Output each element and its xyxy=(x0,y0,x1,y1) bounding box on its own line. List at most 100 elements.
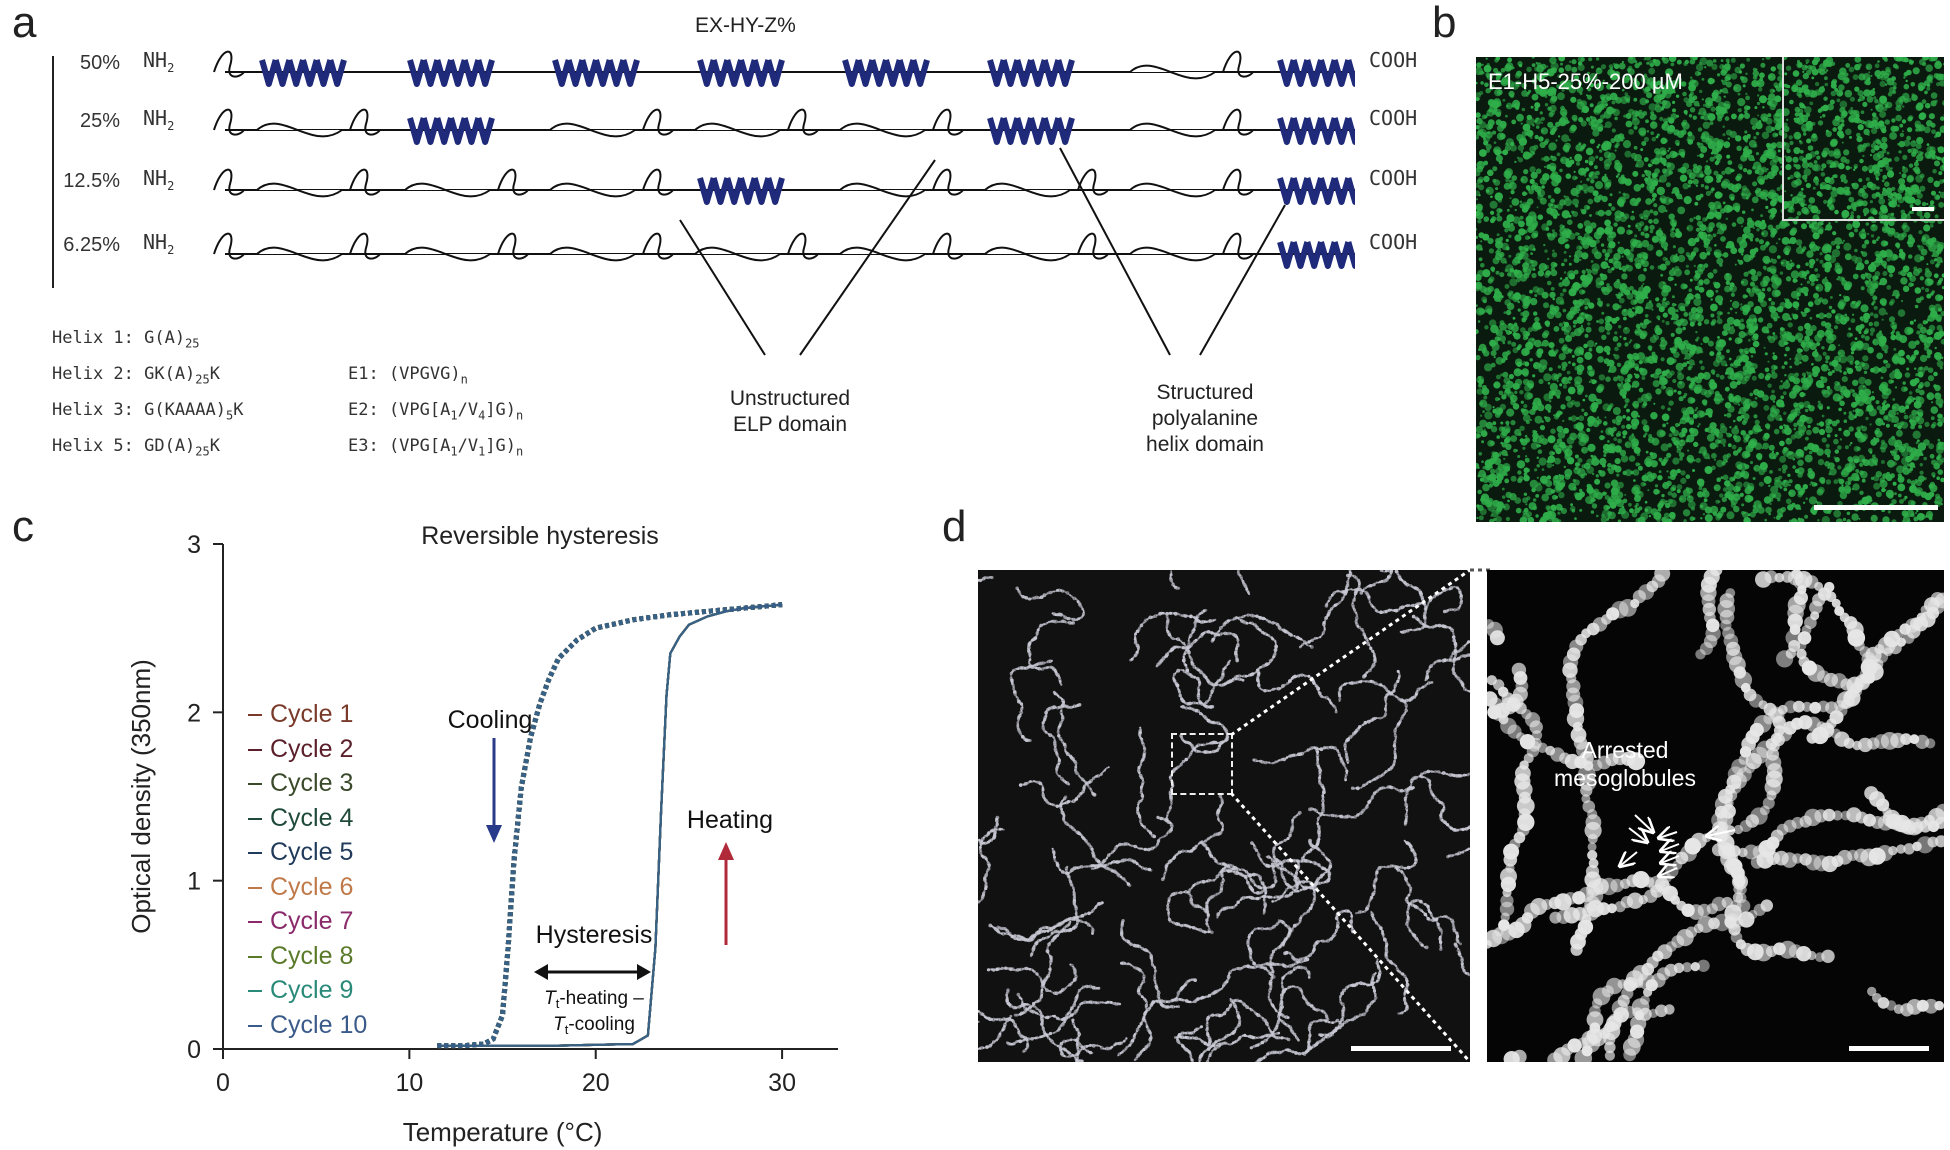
network-particle xyxy=(1699,90,1702,93)
network-particle xyxy=(1782,237,1790,245)
network-particle xyxy=(1707,272,1713,278)
network-particle xyxy=(1825,224,1832,231)
network-particle xyxy=(1904,415,1909,420)
network-particle xyxy=(1622,255,1624,257)
network-particle xyxy=(1730,381,1738,389)
network-particle xyxy=(1631,444,1637,450)
helix-callout-line2: polyalanine xyxy=(1110,406,1300,432)
network-particle xyxy=(1543,302,1549,308)
network-particle xyxy=(1904,387,1908,391)
network-particle xyxy=(1760,462,1768,470)
network-particle xyxy=(1659,175,1667,183)
network-particle xyxy=(1738,404,1740,406)
network-particle xyxy=(1726,74,1732,80)
network-particle xyxy=(1705,466,1713,474)
network-particle xyxy=(1795,469,1800,474)
network-particle xyxy=(1476,246,1478,248)
network-particle xyxy=(1790,260,1792,262)
network-particle xyxy=(1575,455,1579,459)
network-particle xyxy=(1832,231,1836,235)
network-particle xyxy=(1740,155,1747,162)
network-particle xyxy=(1752,181,1757,186)
network-particle xyxy=(1619,507,1626,514)
network-particle xyxy=(1672,437,1680,445)
network-particle xyxy=(1634,235,1637,238)
network-particle xyxy=(1479,257,1483,261)
helix-callout-line3: helix domain xyxy=(1110,432,1300,458)
network-particle xyxy=(1701,351,1704,354)
network-particle xyxy=(1740,63,1745,68)
network-particle xyxy=(1631,357,1633,359)
network-particle xyxy=(1807,281,1810,284)
network-particle xyxy=(1728,443,1732,447)
network-particle xyxy=(1596,320,1599,323)
network-particle xyxy=(1875,431,1882,438)
network-particle xyxy=(1742,211,1745,214)
network-particle xyxy=(1549,292,1555,298)
network-particle xyxy=(1834,325,1838,329)
network-particle xyxy=(1506,454,1509,457)
network-particle xyxy=(1750,393,1754,397)
network-particle xyxy=(1588,57,1592,61)
network-particle xyxy=(1811,325,1817,331)
network-particle xyxy=(1849,462,1856,469)
network-particle xyxy=(1767,267,1772,272)
network-particle xyxy=(1494,141,1497,144)
network-particle xyxy=(1724,144,1726,146)
network-particle xyxy=(1789,492,1792,495)
network-particle xyxy=(1668,307,1676,315)
network-particle xyxy=(1754,467,1756,469)
network-particle xyxy=(1488,278,1493,283)
network-particle xyxy=(1927,395,1930,398)
network-particle xyxy=(1528,189,1534,195)
network-particle xyxy=(1933,384,1937,388)
network-particle xyxy=(1755,397,1758,400)
network-particle xyxy=(1507,341,1511,345)
network-particle xyxy=(1607,440,1610,443)
network-particle xyxy=(1780,271,1783,274)
network-particle xyxy=(1606,96,1611,101)
network-particle xyxy=(1862,479,1866,483)
network-particle xyxy=(1600,119,1603,122)
network-particle xyxy=(1732,445,1737,450)
network-particle xyxy=(1764,496,1772,504)
network-particle xyxy=(1650,111,1654,115)
network-particle xyxy=(1495,149,1501,155)
network-particle xyxy=(1843,518,1846,521)
network-particle xyxy=(1739,114,1744,119)
network-particle xyxy=(1747,220,1755,228)
network-particle xyxy=(1646,451,1649,454)
network-particle xyxy=(1698,112,1701,115)
network-particle xyxy=(1934,332,1942,340)
network-particle xyxy=(1534,102,1540,108)
network-particle xyxy=(1869,322,1873,326)
network-particle xyxy=(1923,224,1930,231)
network-particle xyxy=(1839,294,1841,296)
elp-sequence: E3: (VPG[A1/V1]G)n xyxy=(348,436,523,458)
network-particle xyxy=(1541,122,1543,124)
network-particle xyxy=(1638,241,1640,243)
network-particle xyxy=(1596,239,1600,243)
network-particle xyxy=(1872,283,1878,289)
network-particle xyxy=(1521,401,1524,404)
network-particle xyxy=(1572,355,1575,358)
network-particle xyxy=(1758,294,1761,297)
network-particle xyxy=(1476,161,1484,169)
network-particle xyxy=(1645,501,1648,504)
network-particle xyxy=(1759,239,1764,244)
network-particle xyxy=(1587,340,1595,348)
network-particle xyxy=(1496,271,1500,275)
network-particle xyxy=(1654,59,1661,66)
network-particle xyxy=(1581,409,1584,412)
network-particle xyxy=(1813,293,1819,299)
network-particle xyxy=(1550,304,1555,309)
network-particle xyxy=(1804,292,1808,296)
network-particle xyxy=(1762,288,1765,291)
network-particle xyxy=(1809,451,1813,455)
network-particle xyxy=(1606,210,1612,216)
network-particle xyxy=(1590,116,1593,119)
network-particle xyxy=(1563,289,1567,293)
network-particle xyxy=(1569,160,1574,165)
network-particle xyxy=(1659,344,1662,347)
network-particle xyxy=(1774,290,1781,297)
